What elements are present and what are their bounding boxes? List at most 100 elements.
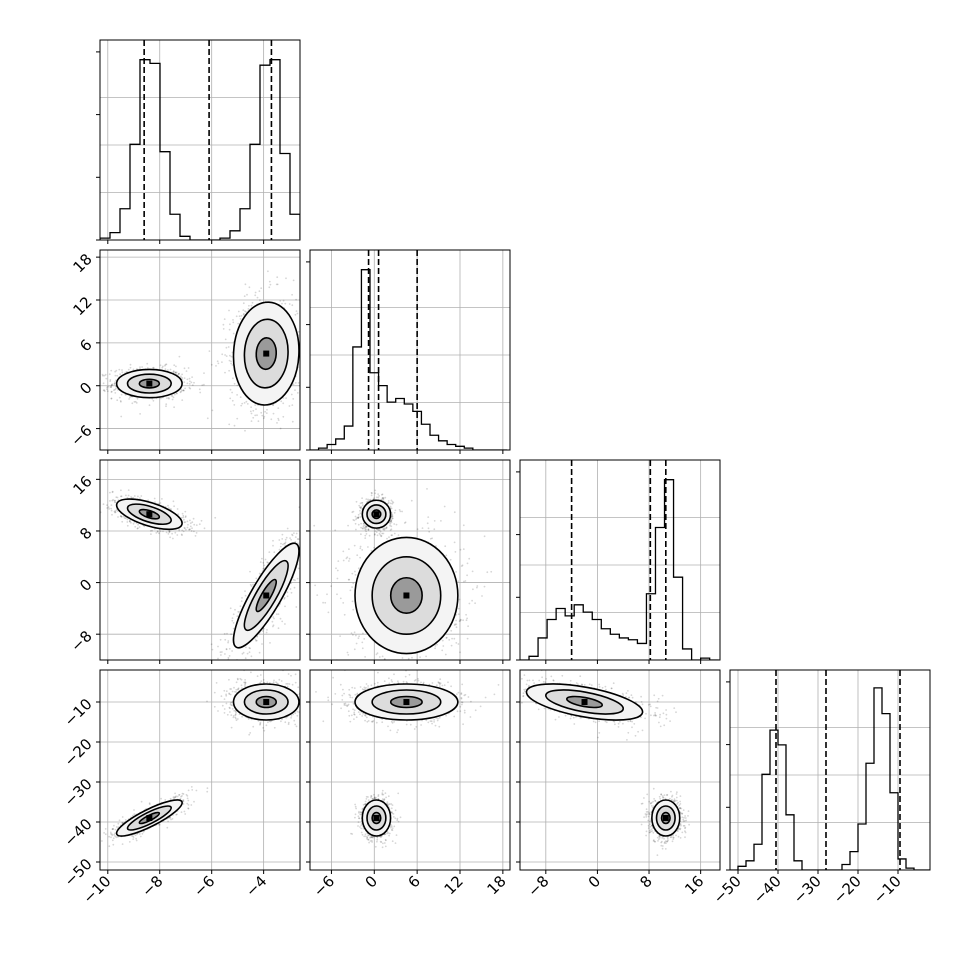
sample-point [119, 515, 122, 518]
sample-point [322, 601, 324, 604]
sample-point [249, 583, 252, 586]
sample-point [179, 391, 182, 394]
sample-point [303, 514, 305, 516]
sample-point [295, 606, 298, 608]
sample-point [211, 648, 214, 651]
sample-point [205, 691, 207, 693]
sample-point [245, 400, 248, 403]
sample-point [231, 617, 234, 619]
sample-point [236, 615, 239, 618]
sample-point [110, 384, 113, 387]
sample-point [378, 495, 380, 497]
sample-point [463, 580, 465, 583]
sample-point [221, 353, 224, 356]
sample-point [254, 638, 257, 641]
sample-point [390, 519, 393, 522]
sample-point [248, 304, 250, 307]
sample-point [361, 497, 363, 500]
sample-point [260, 287, 263, 290]
sample-point [264, 410, 266, 413]
sample-point [258, 651, 261, 654]
sample-point [188, 529, 191, 531]
sample-point [374, 533, 376, 535]
sample-point [164, 368, 167, 371]
sample-point [316, 594, 319, 596]
sample-point [176, 392, 178, 395]
sample-point [226, 632, 228, 635]
sample-point [266, 408, 268, 411]
sample-point [165, 363, 168, 366]
sample-point [112, 498, 114, 501]
sample-point [180, 516, 183, 519]
sample-point [114, 501, 117, 504]
sample-point [114, 511, 117, 514]
sample-point [169, 536, 172, 539]
sample-point [357, 516, 359, 519]
sample-point [303, 364, 305, 366]
sample-point [236, 394, 239, 396]
sample-point [273, 617, 275, 620]
sample-point [445, 636, 448, 639]
sample-point [147, 499, 150, 502]
density-peak [263, 592, 270, 599]
sample-point [266, 561, 269, 564]
sample-point [152, 399, 155, 402]
sample-point [454, 551, 457, 553]
sample-point [291, 404, 294, 406]
sample-point [466, 574, 468, 577]
sample-point [297, 538, 300, 541]
sample-point [111, 491, 114, 494]
sample-point [306, 350, 308, 352]
sample-point [295, 298, 297, 301]
sample-point [269, 283, 272, 286]
sample-point [244, 283, 247, 286]
sample-point [248, 647, 251, 649]
sample-point [301, 565, 303, 567]
sample-point [139, 366, 141, 368]
sample-point [247, 308, 250, 310]
sample-point [129, 363, 132, 366]
sample-point [267, 561, 270, 564]
sample-point [294, 536, 297, 538]
sample-point [152, 366, 155, 369]
sample-point [389, 520, 392, 522]
sample-point [224, 638, 227, 641]
sample-point [110, 507, 112, 510]
sample-point [357, 523, 360, 526]
sample-point [334, 529, 337, 532]
sample-point [92, 496, 94, 498]
sample-point [146, 362, 149, 365]
sample-point [217, 362, 220, 365]
sample-point [180, 533, 183, 536]
sample-point [234, 608, 236, 611]
sample-point [351, 511, 354, 514]
sample-point [365, 498, 368, 500]
sample-point [291, 533, 293, 536]
sample-point [240, 600, 243, 603]
sample-point [106, 386, 108, 389]
sample-point [352, 510, 355, 513]
sample-point [289, 537, 291, 539]
sample-point [208, 350, 211, 352]
sample-point [460, 619, 462, 621]
sample-point [262, 417, 265, 420]
sample-point [184, 527, 186, 530]
sample-point [390, 507, 393, 510]
sample-point [228, 423, 231, 426]
sample-point [471, 599, 473, 602]
sample-point [364, 527, 366, 530]
sample-point [379, 530, 382, 533]
sample-point [116, 496, 119, 499]
sample-point [362, 527, 364, 530]
sample-point [111, 490, 114, 493]
sample-point [268, 280, 271, 283]
sample-point [285, 277, 287, 280]
sample-point [363, 526, 365, 529]
sample-point [361, 527, 364, 530]
sample-point [103, 374, 106, 377]
sample-point [308, 543, 310, 545]
sample-point [217, 645, 219, 648]
sample-point [231, 391, 234, 394]
sample-point [115, 509, 118, 511]
sample-point [174, 371, 177, 373]
